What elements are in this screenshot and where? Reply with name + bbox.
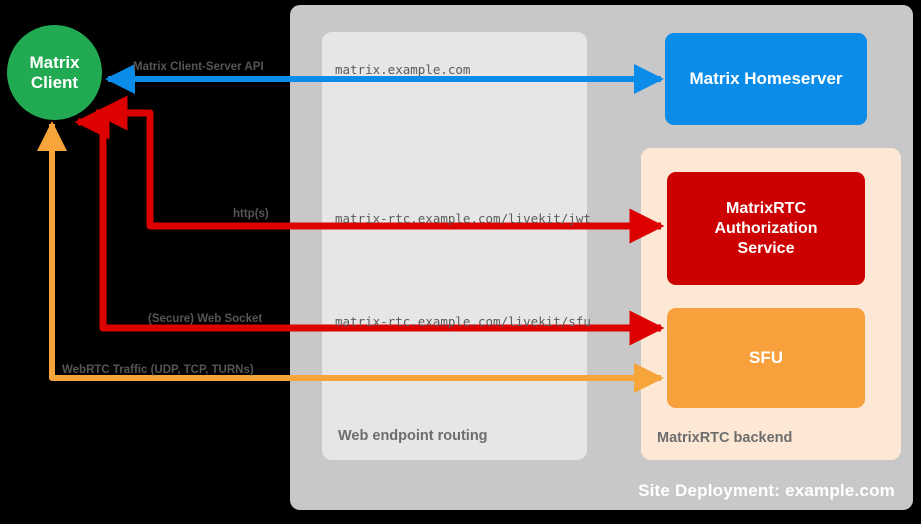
site-deployment-label: Site Deployment: example.com bbox=[638, 481, 895, 500]
edge-label-client-server-api: Matrix Client-Server API bbox=[133, 61, 264, 73]
node-sfu[interactable]: SFU bbox=[667, 308, 865, 408]
web-endpoint-routing-label: Web endpoint routing bbox=[338, 428, 488, 444]
sfu-label: SFU bbox=[749, 348, 783, 367]
auth-service-label-line2: Authorization bbox=[714, 219, 818, 237]
edge-label-webrtc-traffic: WebRTC Traffic (UDP, TCP, TURNs) bbox=[62, 364, 254, 376]
edge-url-matrix-example-com: matrix.example.com bbox=[335, 62, 471, 77]
edge-label-http-s: http(s) bbox=[233, 208, 269, 220]
edge-url-livekit-jwt: matrix-rtc.example.com/livekit/jwt bbox=[335, 211, 591, 226]
matrix-client-label-line2: Client bbox=[30, 72, 79, 92]
edge-url-livekit-sfu: matrix-rtc.example.com/livekit/sfu bbox=[335, 314, 591, 329]
node-matrix-homeserver[interactable]: Matrix Homeserver bbox=[665, 33, 867, 125]
node-matrix-client[interactable]: Matrix Client bbox=[7, 25, 102, 120]
node-matrixrtc-authorization-service[interactable]: MatrixRTC Authorization Service bbox=[667, 172, 865, 285]
web-endpoint-routing-container: Web endpoint routing bbox=[322, 32, 587, 460]
matrixrtc-backend-label: MatrixRTC backend bbox=[657, 430, 793, 446]
auth-service-label-line3: Service bbox=[737, 239, 795, 257]
matrix-homeserver-label: Matrix Homeserver bbox=[689, 69, 843, 88]
edge-label-secure-web-socket: (Secure) Web Socket bbox=[148, 313, 263, 325]
auth-service-label-line1: MatrixRTC bbox=[725, 199, 806, 217]
matrix-client-label-line1: Matrix bbox=[29, 53, 80, 73]
